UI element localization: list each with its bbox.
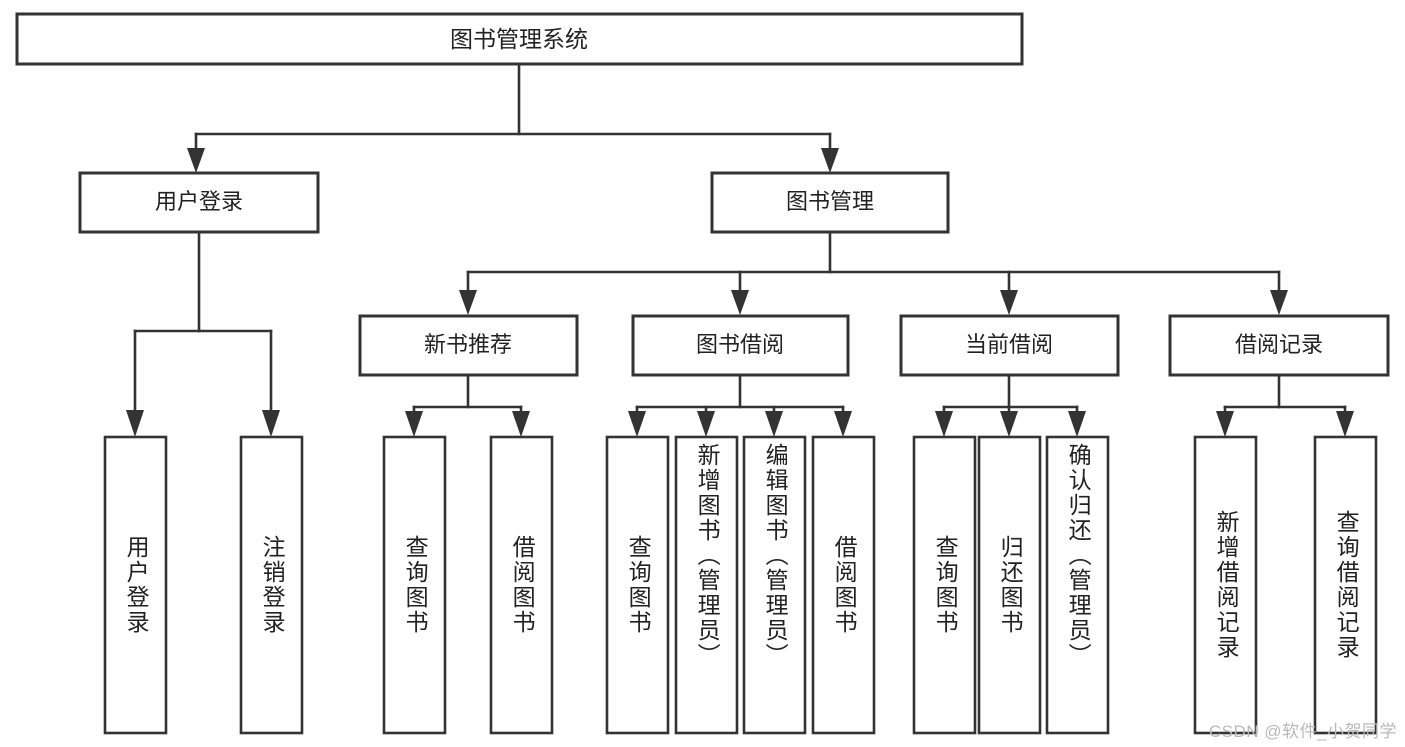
node-borrow-record-label: 借阅记录 — [1235, 332, 1323, 357]
leaf-box-currentborrow-query[interactable] — [912, 435, 977, 735]
connector-newbook-to-leaves — [405, 373, 530, 437]
node-user-login-box[interactable] — [78, 171, 320, 234]
leaf-box-bookborrow-query[interactable] — [605, 435, 670, 735]
node-book-borrow-box[interactable] — [631, 314, 850, 377]
node-book-management-box[interactable] — [710, 171, 950, 234]
connector-borrowrecord-to-leaves — [1216, 373, 1354, 437]
leaf-box-user-login-login[interactable] — [103, 435, 168, 735]
node-root-box[interactable] — [15, 12, 1024, 66]
watermark-text: CSDN @软件_小贺同学 — [1208, 722, 1397, 741]
leaf-box-currentborrow-return[interactable] — [977, 435, 1042, 735]
node-book-borrow-label: 图书借阅 — [696, 332, 784, 357]
node-root-label: 图书管理系统 — [450, 26, 588, 52]
leaf-box-currentborrow-confirm[interactable] — [1045, 435, 1110, 735]
leaf-box-newbook-borrow[interactable] — [489, 435, 554, 735]
leaf-box-bookborrow-borrow[interactable] — [811, 435, 876, 735]
node-borrow-record-box[interactable] — [1168, 314, 1390, 377]
leaf-box-borrowrecord-add[interactable] — [1193, 435, 1258, 735]
node-current-borrow-label: 当前借阅 — [965, 332, 1053, 357]
node-new-book-recommend-label: 新书推荐 — [424, 332, 512, 357]
connector-root-to-level2 — [187, 62, 839, 173]
node-new-book-recommend-box[interactable] — [358, 314, 579, 377]
leaf-box-newbook-query[interactable] — [382, 435, 447, 735]
leaf-box-bookborrow-add[interactable] — [674, 435, 739, 735]
leaf-box-bookborrow-edit[interactable] — [742, 435, 807, 735]
connector-bookborrow-to-leaves — [628, 373, 852, 437]
node-current-borrow-box[interactable] — [899, 314, 1120, 377]
connector-userlogin-to-leaves — [126, 230, 280, 437]
node-user-login-label: 用户登录 — [155, 189, 243, 214]
connector-bookmgmt-to-level3 — [459, 230, 1288, 315]
connector-currentborrow-to-leaves — [935, 373, 1086, 437]
node-book-management-label: 图书管理 — [786, 189, 874, 214]
leaf-box-borrowrecord-query[interactable] — [1313, 435, 1378, 735]
leaf-box-user-login-logout[interactable] — [239, 435, 304, 735]
